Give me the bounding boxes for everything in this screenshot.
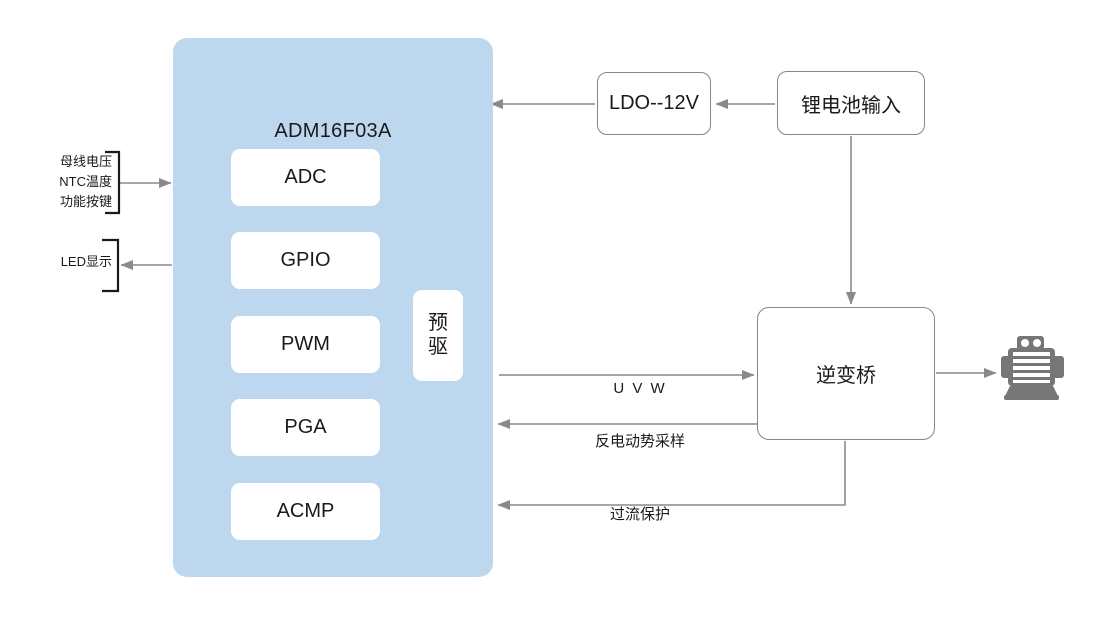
sensor-input-line-2: NTC温度	[59, 174, 112, 190]
sensor-input-line-3: 功能按键	[59, 194, 112, 210]
predriver-label-line1: 预	[428, 311, 448, 334]
signal-label-ocp: 过流保护	[609, 506, 670, 523]
peripheral-adc-label: ADC	[284, 166, 327, 188]
battery-input-block[interactable]: 锂电池输入	[777, 71, 925, 135]
predriver-block[interactable]: 预 驱	[413, 290, 463, 381]
peripheral-pga[interactable]: PGA	[231, 399, 380, 456]
battery-input-label: 锂电池输入	[801, 94, 901, 117]
peripheral-acmp-label: ACMP	[276, 500, 335, 522]
peripheral-pwm-label: PWM	[281, 333, 330, 355]
led-display-line-1: LED显示	[60, 254, 112, 269]
peripheral-adc[interactable]: ADC	[231, 149, 380, 206]
sensor-input-line-1: 母线电压	[59, 154, 112, 169]
peripheral-pga-label: PGA	[284, 416, 327, 438]
sensor-inputs-label: 母线电压 NTC温度 功能按键	[14, 152, 112, 212]
peripheral-acmp[interactable]: ACMP	[231, 483, 380, 540]
predriver-label-line2: 驱	[428, 335, 448, 358]
peripheral-gpio-label: GPIO	[280, 249, 331, 271]
mcu-title: ADM16F03A	[274, 120, 392, 142]
ldo-block[interactable]: LDO--12V	[597, 72, 711, 135]
signal-label-bemf: 反电动势采样	[594, 433, 685, 450]
peripheral-pwm[interactable]: PWM	[231, 316, 380, 373]
inverter-bridge-label: 逆变桥	[816, 365, 876, 387]
led-display-label: LED显示	[14, 252, 112, 272]
peripheral-gpio[interactable]: GPIO	[231, 232, 380, 289]
signal-label-uvw: U V W	[613, 380, 667, 397]
motor-icon	[1000, 336, 1074, 402]
inverter-bridge-block[interactable]: 逆变桥	[757, 307, 935, 440]
ldo-label: LDO--12V	[608, 92, 700, 114]
